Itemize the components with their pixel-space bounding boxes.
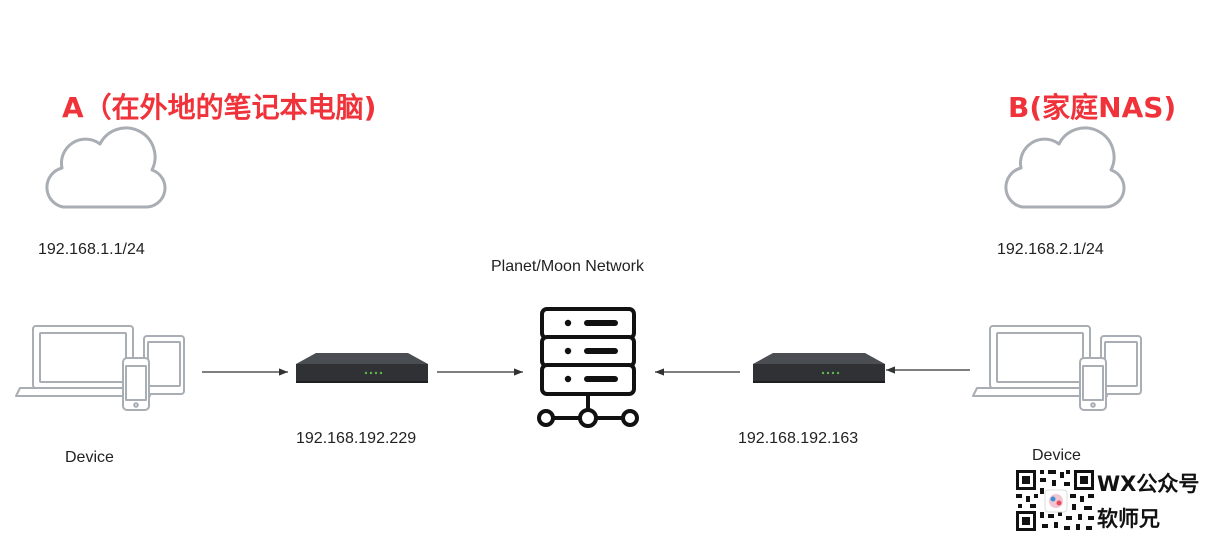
devices-icon-b — [972, 325, 1142, 411]
server-network-icon — [537, 307, 639, 428]
cloud-icon-a — [45, 126, 167, 209]
site-b-router-ip: 192.168.192.163 — [738, 430, 859, 447]
site-b-device-label: Device — [1032, 447, 1081, 464]
site-a-subnet: 192.168.1.1/24 — [38, 241, 145, 258]
site-a-title: A（在外地的笔记本电脑) — [62, 91, 377, 124]
site-b-title: B(家庭NAS) — [1008, 91, 1177, 124]
cloud-icon-b — [1004, 126, 1126, 209]
center-network-label: Planet/Moon Network — [491, 258, 644, 275]
router-icon-b — [753, 353, 885, 383]
devices-icon-a — [15, 325, 185, 411]
router-icon-a — [296, 353, 428, 383]
site-a-device-label: Device — [65, 449, 114, 466]
site-b-subnet: 192.168.2.1/24 — [997, 241, 1104, 258]
qr-code-icon — [1015, 469, 1095, 531]
site-a-router-ip: 192.168.192.229 — [296, 430, 417, 447]
watermark-line1: WX公众号 — [1097, 472, 1200, 496]
watermark-line2: 软师兄 — [1097, 507, 1160, 531]
